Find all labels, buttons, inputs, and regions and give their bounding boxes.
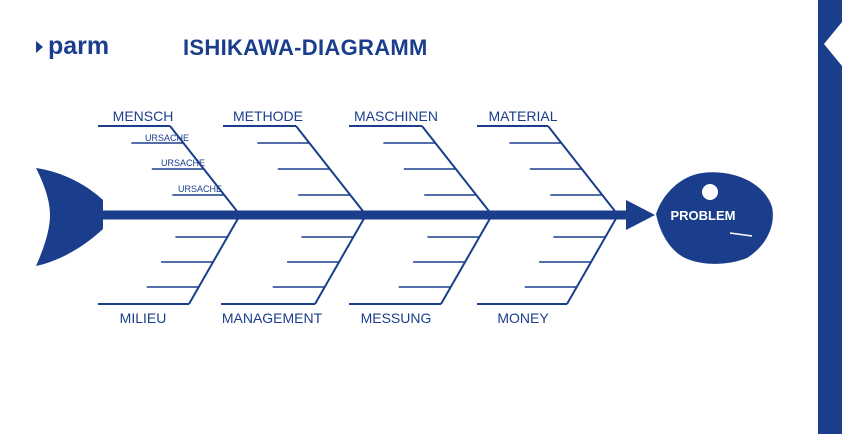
cause-label-2: URSACHE — [161, 158, 205, 168]
brand-logo: parm — [34, 30, 144, 66]
fish-mouth — [729, 232, 753, 237]
branch-top-3 — [421, 125, 493, 216]
category-mensch: MENSCH — [113, 108, 174, 124]
category-milieu: MILIEU — [120, 310, 167, 326]
category-methode: METHODE — [233, 108, 303, 124]
fishbone-bones — [98, 125, 628, 305]
side-panel — [818, 0, 842, 434]
brand-name: parm — [48, 32, 109, 60]
branch-top-1 — [169, 125, 241, 216]
spine-arrow-head — [626, 200, 655, 230]
side-tab-arrow-icon — [824, 22, 842, 66]
branch-top-4 — [547, 125, 619, 216]
page-title: ISHIKAWA-DIAGRAMM — [183, 35, 428, 60]
branch-bottom-3 — [440, 214, 493, 305]
category-messung: MESSUNG — [361, 310, 432, 326]
branch-bottom-2 — [314, 214, 367, 305]
category-money: MONEY — [497, 310, 549, 326]
fish-eye — [702, 184, 718, 200]
category-management: MANAGEMENT — [222, 310, 323, 326]
problem-label: PROBLEM — [671, 208, 736, 223]
category-material: MATERIAL — [489, 108, 558, 124]
fish-head — [656, 172, 773, 264]
fish-tail — [36, 168, 103, 266]
branch-bottom-4 — [566, 214, 619, 305]
category-maschinen: MASCHINEN — [354, 108, 438, 124]
branch-top-2 — [295, 125, 367, 216]
branch-bottom-1 — [188, 214, 241, 305]
fishbone-diagram: PROBLEM MENSCH METHODE MASCHINEN MATERIA… — [36, 108, 773, 326]
parm-logo-icon: parm — [36, 32, 109, 60]
cause-label-3: URSACHE — [178, 184, 222, 194]
cause-label-1: URSACHE — [145, 133, 189, 143]
